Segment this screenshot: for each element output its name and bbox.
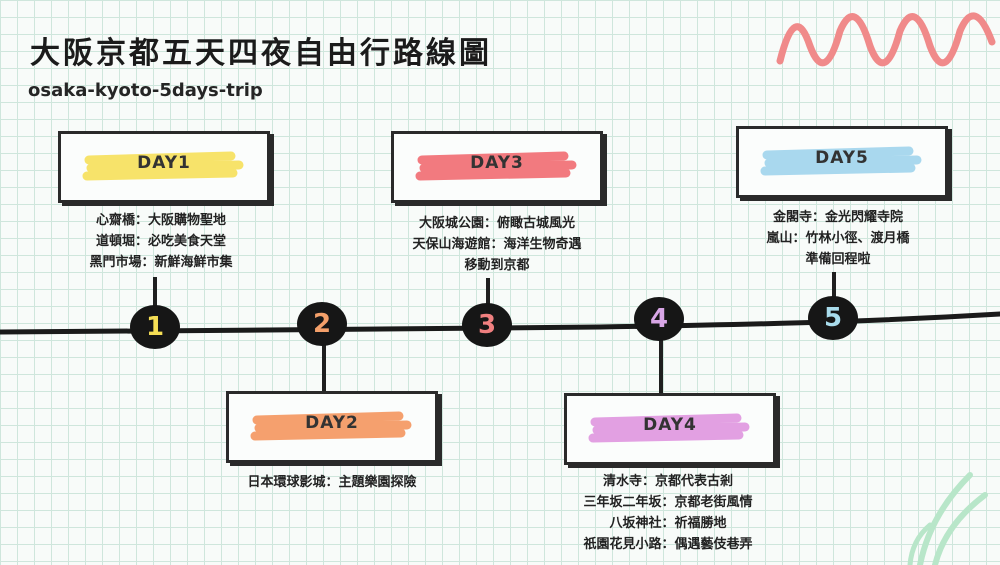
highlight-stroke bbox=[82, 151, 244, 181]
itinerary-item: 八坂神社：祈福勝地 bbox=[609, 516, 727, 531]
day-5-label: DAY5 bbox=[815, 148, 869, 168]
itinerary-item: 準備回程啦 bbox=[805, 252, 871, 267]
day-1-node: 1 bbox=[130, 305, 180, 349]
day-1-connector bbox=[153, 277, 157, 307]
day-2-card: DAY2 bbox=[226, 391, 438, 463]
day-4-itinerary: 清水寺：京都代表古剎 三年坂二年坂：京都老街風情 八坂神社：祈福勝地 祇園花見小… bbox=[548, 471, 788, 555]
itinerary-item: 祇園花見小路：偶遇藝伎巷弄 bbox=[583, 537, 753, 552]
day-1-label: DAY1 bbox=[137, 153, 191, 173]
page-title: 大阪京都五天四夜自由行路線圖 bbox=[30, 36, 492, 71]
day-5-connector bbox=[832, 272, 836, 300]
day-3-connector bbox=[486, 278, 490, 306]
highlight-stroke bbox=[760, 146, 922, 176]
itinerary-item: 黑門市場：新鮮海鮮市集 bbox=[89, 255, 233, 270]
day-1-number: 1 bbox=[145, 312, 165, 342]
itinerary-item: 金閣寺：金光閃耀寺院 bbox=[772, 210, 903, 225]
day-4-card: DAY4 bbox=[564, 393, 776, 465]
day-2-node: 2 bbox=[297, 302, 347, 346]
day-3-itinerary: 大阪城公園：俯瞰古城風光 天保山海遊館：海洋生物奇遇 移動到京都 bbox=[377, 213, 617, 276]
day-1-itinerary: 心齋橋：大阪購物聖地 道頓堀：必吃美食天堂 黑門市場：新鮮海鮮市集 bbox=[41, 210, 281, 273]
page-subtitle: osaka-kyoto-5days-trip bbox=[28, 80, 263, 101]
day-5-node: 5 bbox=[808, 296, 858, 340]
itinerary-item: 移動到京都 bbox=[464, 258, 530, 273]
zigzag-decoration bbox=[776, 12, 996, 67]
day-2-number: 2 bbox=[312, 309, 332, 339]
itinerary-item: 嵐山：竹林小徑、渡月橋 bbox=[766, 231, 910, 246]
itinerary-item: 日本環球影城：主題樂園探險 bbox=[247, 475, 417, 490]
day-5-itinerary: 金閣寺：金光閃耀寺院 嵐山：竹林小徑、渡月橋 準備回程啦 bbox=[718, 207, 958, 270]
day-3-number: 3 bbox=[477, 310, 497, 340]
leaf-decoration bbox=[907, 472, 988, 565]
day-5-card: DAY5 bbox=[736, 126, 948, 198]
day-2-itinerary: 日本環球影城：主題樂園探險 bbox=[212, 472, 452, 493]
highlight-stroke bbox=[588, 413, 750, 443]
highlight-stroke bbox=[415, 151, 577, 181]
day-2-connector bbox=[322, 345, 326, 391]
day-5-number: 5 bbox=[823, 303, 843, 333]
day-2-label: DAY2 bbox=[305, 413, 359, 433]
itinerary-item: 大阪城公園：俯瞰古城風光 bbox=[418, 216, 575, 231]
day-3-label: DAY3 bbox=[470, 153, 524, 173]
itinerary-item: 三年坂二年坂：京都老街風情 bbox=[583, 495, 753, 510]
day-4-number: 4 bbox=[649, 304, 669, 334]
itinerary-item: 心齋橋：大阪購物聖地 bbox=[95, 213, 226, 228]
itinerary-item: 道頓堀：必吃美食天堂 bbox=[95, 234, 226, 249]
day-3-node: 3 bbox=[462, 303, 512, 347]
highlight-stroke bbox=[250, 411, 412, 441]
day-3-card: DAY3 bbox=[391, 131, 603, 203]
day-4-label: DAY4 bbox=[643, 415, 697, 435]
day-4-node: 4 bbox=[634, 297, 684, 341]
day-1-card: DAY1 bbox=[58, 131, 270, 203]
day-4-connector bbox=[659, 340, 663, 394]
itinerary-item: 清水寺：京都代表古剎 bbox=[602, 474, 733, 489]
itinerary-item: 天保山海遊館：海洋生物奇遇 bbox=[412, 237, 582, 252]
